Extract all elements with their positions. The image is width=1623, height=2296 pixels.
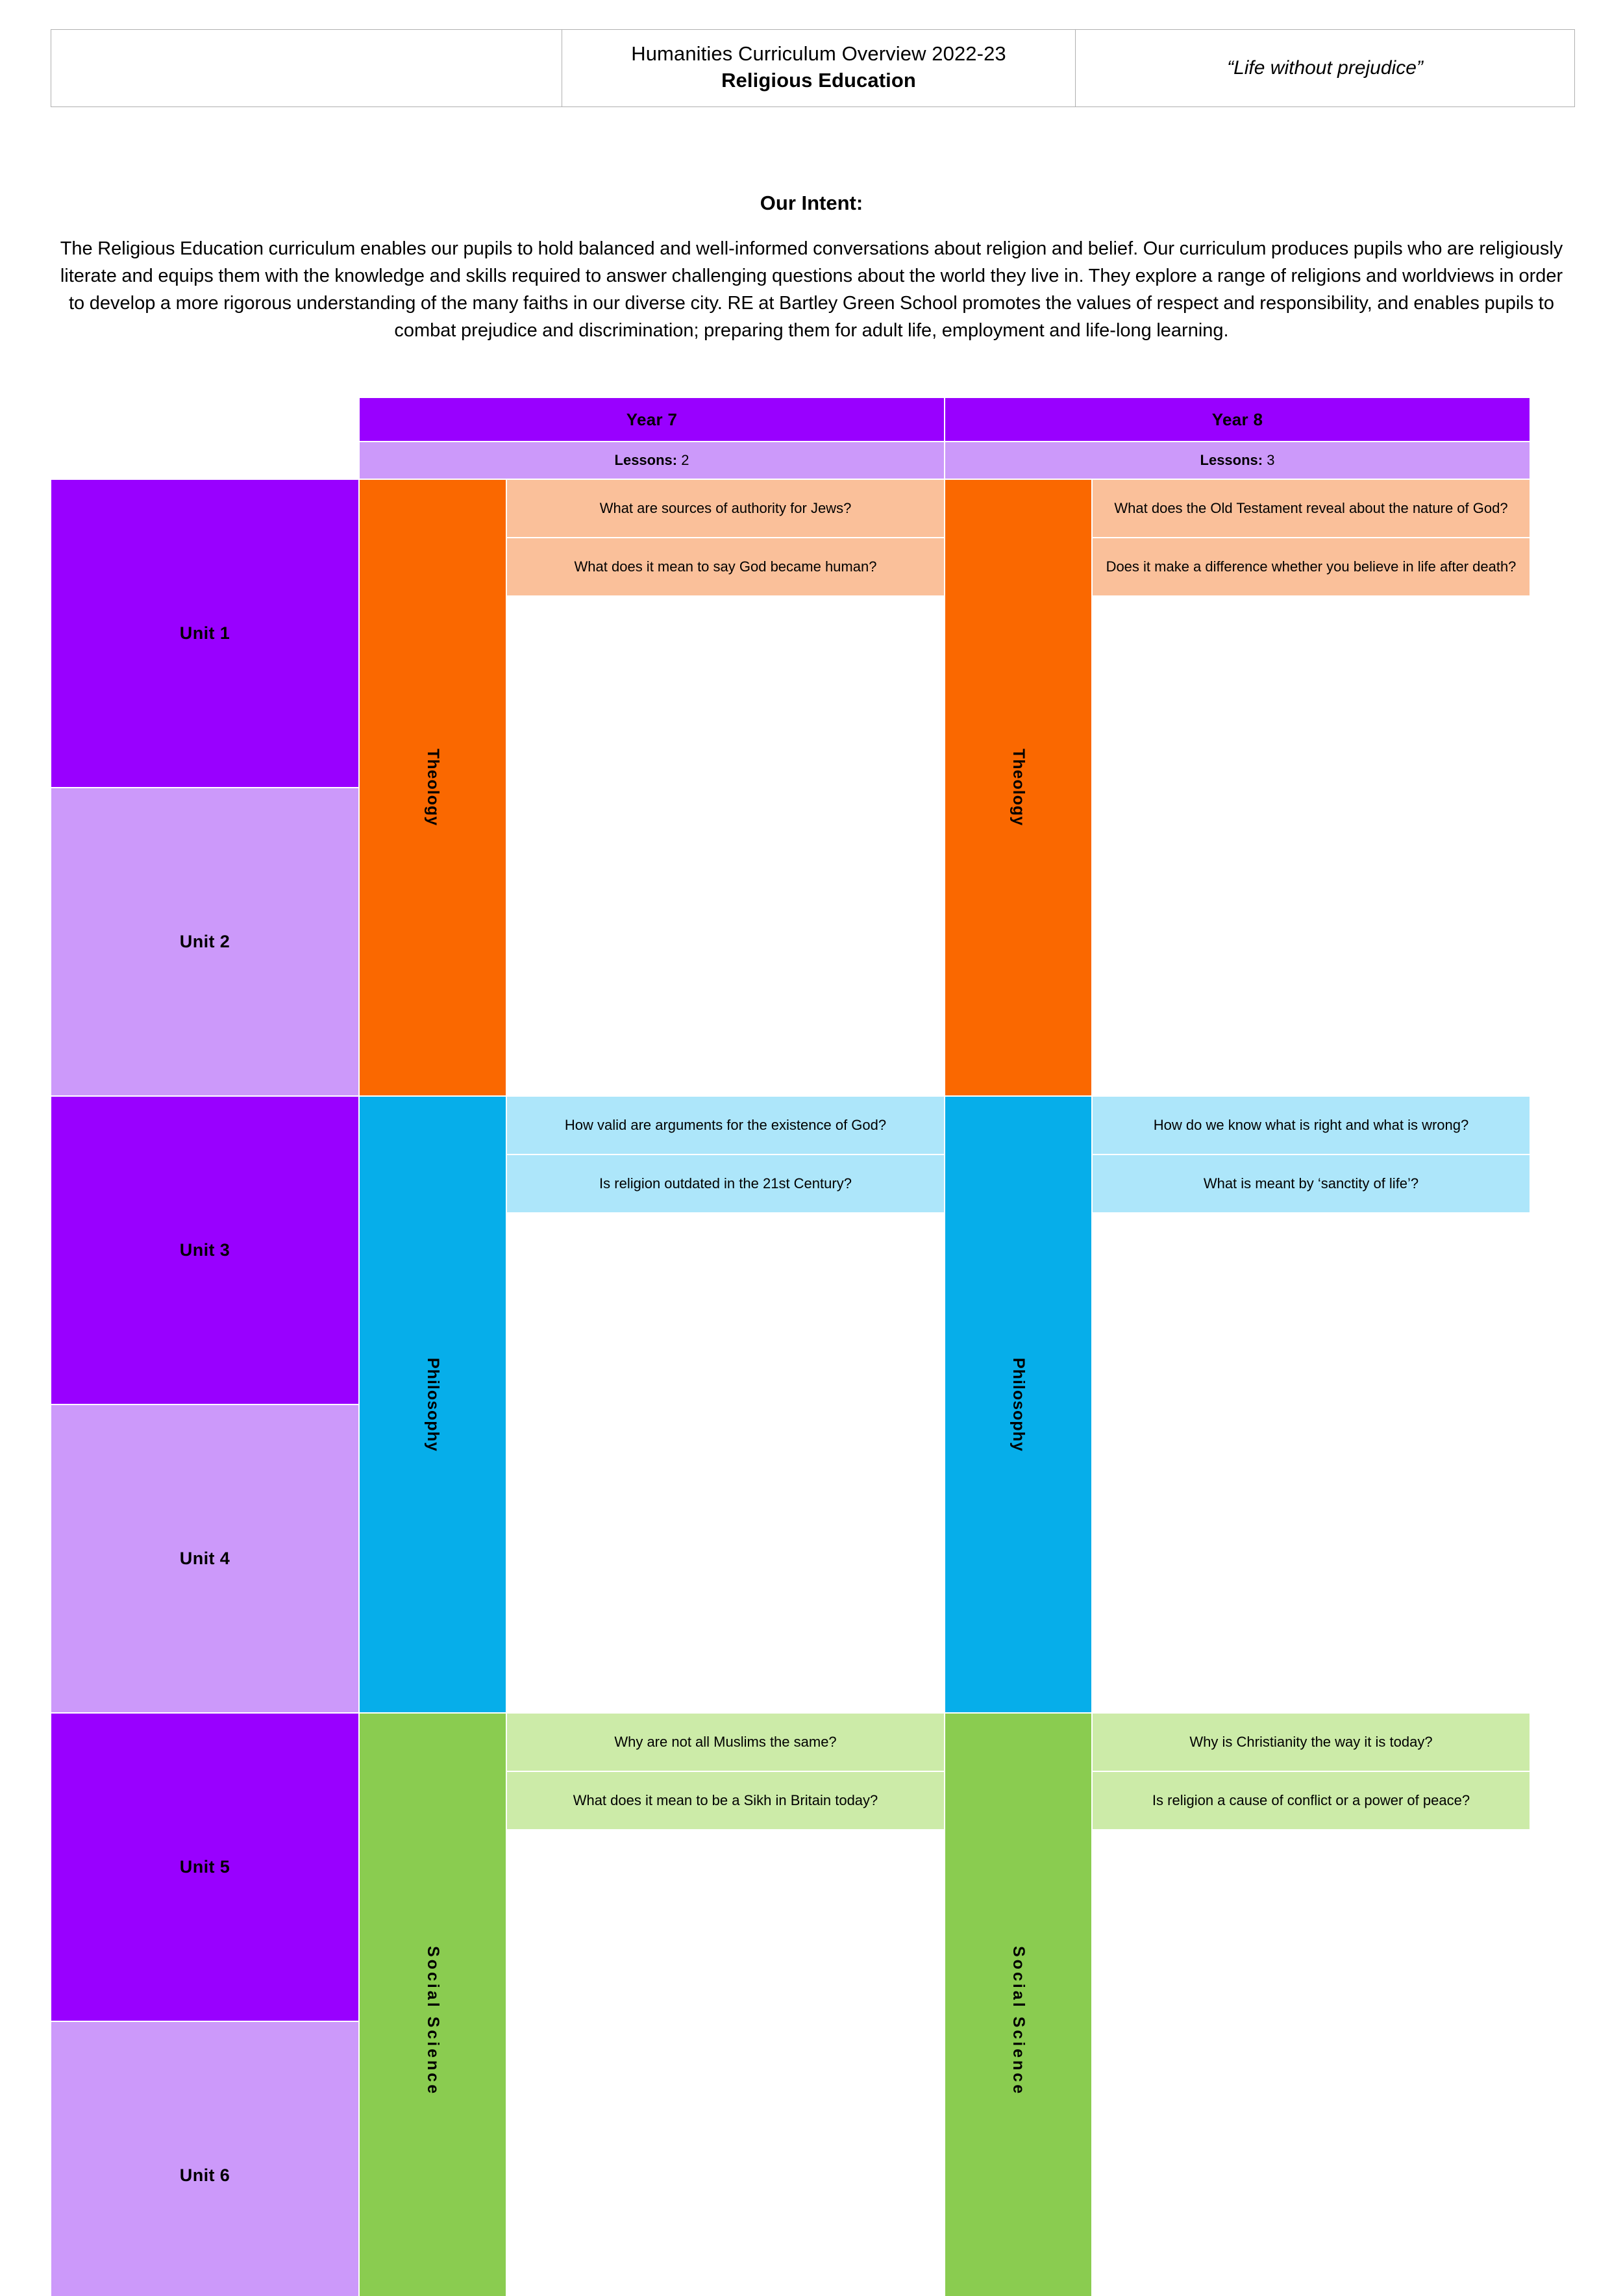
question-y7-unit1: What are sources of authority for Jews? <box>506 479 945 538</box>
year-header-row: Year 7 Year 8 <box>51 397 1532 442</box>
year8-lessons-value: 3 <box>1267 452 1275 468</box>
curriculum-overview-title: Humanities Curriculum Overview 2022-23 <box>631 42 1006 65</box>
year8-theology-questions: What does the Old Testament reveal about… <box>1092 479 1530 1096</box>
year7-lessons-value: 2 <box>681 452 689 468</box>
question-y7-unit6: What does it mean to be a Sikh in Britai… <box>506 1771 945 1830</box>
year7-header: Year 7 <box>359 397 945 442</box>
unit-label-4: Unit 4 <box>51 1404 359 1713</box>
year8-social-science-questions: Why is Christianity the way it is today?… <box>1092 1713 1530 2296</box>
philosophy-unit-labels: Unit 3 Unit 4 <box>51 1096 359 1713</box>
year8-subject-band-philosophy: Philosophy <box>945 1096 1092 1713</box>
year8-lessons-label: Lessons: <box>1200 452 1263 468</box>
question-y7-unit5: Why are not all Muslims the same? <box>506 1713 945 1771</box>
year7-lessons-label: Lessons: <box>614 452 678 468</box>
year7-subject-band-social-science: Social Science <box>359 1713 506 2296</box>
header-motto-cell: “Life without prejudice” <box>1075 29 1575 107</box>
header-blank-cell <box>51 29 562 107</box>
philosophy-group: Unit 3 Unit 4 Philosophy How valid are a… <box>51 1096 1532 1713</box>
question-y7-unit4: Is religion outdated in the 21st Century… <box>506 1154 945 1213</box>
grid-corner-spacer <box>51 397 359 442</box>
unit-label-2: Unit 2 <box>51 788 359 1096</box>
year7-lessons-cell: Lessons: 2 <box>359 442 945 479</box>
subject-label-social-science: Social Science <box>424 1946 442 2097</box>
unit-label-3: Unit 3 <box>51 1096 359 1404</box>
subject-label-philosophy: Philosophy <box>424 1357 442 1452</box>
intent-paragraph: The Religious Education curriculum enabl… <box>60 238 1563 342</box>
question-y8-unit3: How do we know what is right and what is… <box>1092 1096 1530 1154</box>
question-y8-unit4: What is meant by ‘sanctity of life’? <box>1092 1154 1530 1213</box>
intent-heading: Our Intent: <box>760 192 863 214</box>
social-science-group: Unit 5 Unit 6 Social Science Why are not… <box>51 1713 1532 2296</box>
year8-subject-band-theology: Theology <box>945 479 1092 1096</box>
social-science-unit-labels: Unit 5 Unit 6 <box>51 1713 359 2296</box>
year8-lessons-cell: Lessons: 3 <box>945 442 1530 479</box>
school-motto: “Life without prejudice” <box>1227 57 1423 79</box>
year7-philosophy-questions: How valid are arguments for the existenc… <box>506 1096 945 1713</box>
subject-title: Religious Education <box>721 69 916 92</box>
year7-subject-band-theology: Theology <box>359 479 506 1096</box>
question-y8-unit1: What does the Old Testament reveal about… <box>1092 479 1530 538</box>
header-title-cell: Humanities Curriculum Overview 2022-23 R… <box>562 29 1076 107</box>
subject-label-social-science-y8: Social Science <box>1010 1946 1028 2097</box>
year7-subject-band-philosophy: Philosophy <box>359 1096 506 1713</box>
question-y8-unit6: Is religion a cause of conflict or a pow… <box>1092 1771 1530 1830</box>
unit-label-6: Unit 6 <box>51 2021 359 2296</box>
question-y7-unit3: How valid are arguments for the existenc… <box>506 1096 945 1154</box>
year7-social-science-questions: Why are not all Muslims the same? What d… <box>506 1713 945 2296</box>
year8-philosophy-questions: How do we know what is right and what is… <box>1092 1096 1530 1713</box>
subject-label-philosophy-y8: Philosophy <box>1010 1357 1028 1452</box>
theology-group: Unit 1 Unit 2 Theology What are sources … <box>51 479 1532 1096</box>
subject-label-theology-y8: Theology <box>1010 749 1028 827</box>
unit-label-5: Unit 5 <box>51 1713 359 2021</box>
subject-label-theology: Theology <box>424 749 442 827</box>
year8-subject-band-social-science: Social Science <box>945 1713 1092 2296</box>
lessons-row-spacer <box>51 442 359 479</box>
document-header-table: Humanities Curriculum Overview 2022-23 R… <box>51 29 1575 107</box>
question-y8-unit5: Why is Christianity the way it is today? <box>1092 1713 1530 1771</box>
header-row: Humanities Curriculum Overview 2022-23 R… <box>51 29 1575 107</box>
question-y7-unit2: What does it mean to say God became huma… <box>506 538 945 596</box>
unit-label-1: Unit 1 <box>51 479 359 788</box>
curriculum-grid: Year 7 Year 8 Lessons: 2 Lessons: 3 Unit… <box>51 397 1532 2296</box>
question-y8-unit2: Does it make a difference whether you be… <box>1092 538 1530 596</box>
year8-header: Year 8 <box>945 397 1530 442</box>
lessons-row: Lessons: 2 Lessons: 3 <box>51 442 1532 479</box>
theology-unit-labels: Unit 1 Unit 2 <box>51 479 359 1096</box>
year7-theology-questions: What are sources of authority for Jews? … <box>506 479 945 1096</box>
